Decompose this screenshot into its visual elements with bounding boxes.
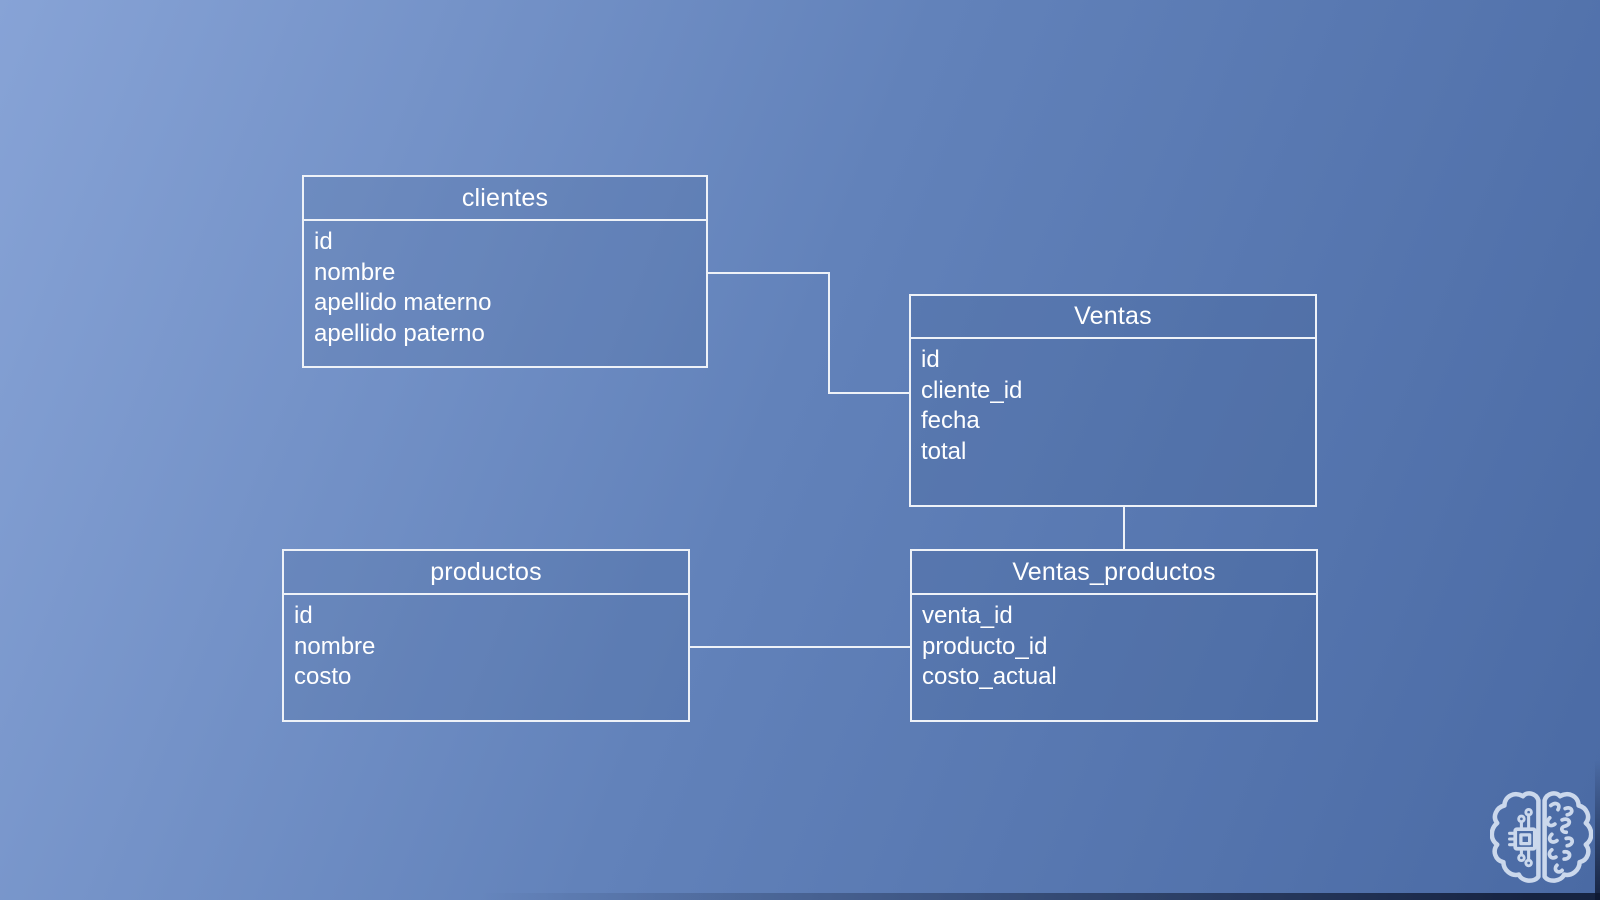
entity-field: costo (294, 663, 352, 690)
entity-field: costo_actual (922, 663, 1057, 690)
connector-clientes-ventas-segment (708, 272, 830, 274)
entity-productos-title: productos (284, 551, 688, 595)
entity-clientes-title: clientes (304, 177, 706, 221)
bottom-vignette (0, 893, 1600, 900)
entity-ventas-productos-title: Ventas_productos (912, 551, 1316, 595)
entity-field: nombre (294, 632, 376, 660)
entity-field: cliente_id (921, 376, 1023, 404)
entity-clientes-fields: id nombre apellido materno apellido paterno (304, 221, 706, 349)
connector-clientes-ventas-segment (828, 272, 830, 394)
entity-clientes: clientes id nombre apellido materno apellid… (302, 175, 708, 368)
entity-field: apellido paterno (314, 319, 485, 347)
entity-field: id (921, 346, 940, 373)
entity-field: venta_id (922, 602, 1013, 629)
entity-ventas-title: Ventas (911, 296, 1315, 339)
entity-field: fecha (921, 407, 980, 434)
brain-circuit-logo-icon (1489, 788, 1594, 891)
entity-productos-fields: id nombre costo (284, 595, 688, 693)
entity-field: id (294, 602, 313, 629)
right-vignette (1595, 760, 1600, 900)
entity-field: nombre (314, 258, 396, 286)
entity-field: producto_id (922, 632, 1048, 660)
entity-ventas-productos-fields: venta_id producto_id costo_actual (912, 595, 1316, 693)
connector-ventas-ventasproductos (1123, 505, 1125, 551)
entity-field: total (921, 437, 967, 465)
entity-productos: productos id nombre costo (282, 549, 690, 722)
connector-productos-ventasproductos (690, 646, 912, 648)
connector-clientes-ventas-segment (828, 392, 911, 394)
entity-field: apellido materno (314, 289, 492, 316)
entity-field: id (314, 228, 333, 255)
